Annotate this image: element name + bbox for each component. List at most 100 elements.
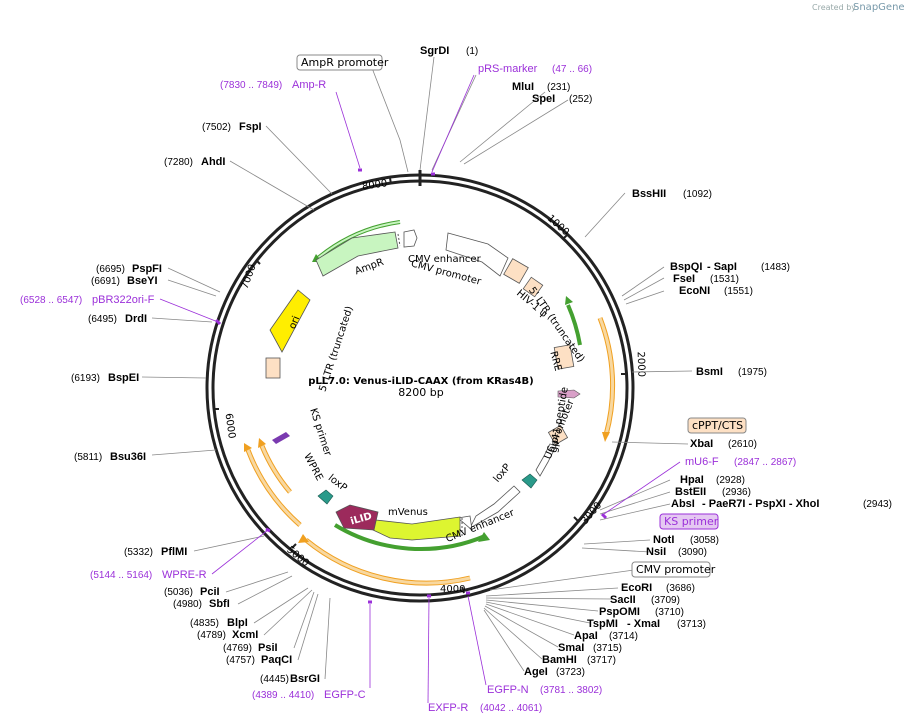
inner-features bbox=[265, 229, 581, 541]
enzyme-psp-omi: PspOMI bbox=[599, 606, 640, 618]
primer-egfp-n-pos: (3781 .. 3802) bbox=[540, 685, 602, 696]
ltr-left-box bbox=[265, 357, 281, 379]
plasmid-name: pLL7.0: Venus-iLID-CAAX (from KRas4B) bbox=[308, 376, 534, 387]
enzyme-bsu36i-pos: (5811) bbox=[74, 452, 102, 463]
ilid-arrow bbox=[335, 504, 379, 531]
enzyme-absi: AbsI bbox=[671, 498, 695, 510]
ks-primer-box bbox=[659, 513, 719, 530]
enzyme-paqci-pos: (4757) bbox=[226, 655, 255, 666]
enzyme-sacii: SacII bbox=[610, 594, 636, 606]
credit-prefix: Created by bbox=[812, 3, 856, 12]
amp-promoter-label: AmpR promoter bbox=[301, 56, 389, 69]
mvenus-arrow bbox=[372, 516, 461, 541]
enzyme-xbai: XbaI bbox=[690, 438, 713, 450]
primer-exfp-r: EXFP-R bbox=[428, 702, 468, 714]
enzyme-bspqi: BspQI bbox=[670, 261, 702, 273]
cmv-promoter-box bbox=[631, 561, 711, 578]
enzyme-bsrgi-pos: (4445) bbox=[260, 674, 289, 685]
ltr-top-box-1 bbox=[503, 258, 529, 284]
enzyme-ecori-pos: (3686) bbox=[666, 583, 695, 594]
loxp-left-label: loxP bbox=[326, 473, 349, 494]
enzyme-noti-pos: (3058) bbox=[690, 535, 719, 546]
enzyme-sbfi-pos: (4980) bbox=[173, 599, 202, 610]
enzyme-bseyi-pos: (6691) bbox=[91, 276, 120, 287]
primer-prs-marker: pRS-marker bbox=[478, 63, 538, 75]
primer-prs-marker-pos: (47 .. 66) bbox=[552, 64, 592, 75]
primer-pbr322ori-f: pBR322ori-F bbox=[92, 294, 155, 306]
primer-egfp-n: EGFP-N bbox=[487, 684, 529, 696]
primer-leaders bbox=[159, 74, 681, 704]
enzyme-mlui-pos: (231) bbox=[547, 82, 570, 93]
wpre-label: WPRE bbox=[301, 452, 324, 483]
enzyme-bsteii-pos: (2936) bbox=[722, 487, 751, 498]
enzyme-noti: NotI bbox=[653, 534, 674, 546]
snapgene-logo-text: SnapGene bbox=[853, 2, 905, 13]
enzyme-ahdi: AhdI bbox=[201, 156, 225, 168]
enzyme-xmai: - XmaI bbox=[624, 618, 660, 630]
enzyme-bspqi-pos: (1483) bbox=[761, 262, 790, 273]
enzyme-apai-pos: (3714) bbox=[609, 631, 638, 642]
enzyme-spei: SpeI bbox=[532, 93, 555, 105]
enzyme-paer7i-group: - PaeR7I - PspXI - XhoI bbox=[699, 498, 819, 510]
enzyme-nsii-pos: (3090) bbox=[678, 547, 707, 558]
rre-label: RRE bbox=[547, 350, 563, 372]
enzyme-blpi-pos: (4835) bbox=[190, 618, 219, 629]
primer-egfp-c-pos: (4389 .. 4410) bbox=[252, 690, 314, 701]
enzyme-ahdi-pos: (7280) bbox=[164, 157, 193, 168]
ks-primer-inner-label: KS primer bbox=[307, 407, 333, 458]
plasmid-size: 8200 bp bbox=[398, 386, 443, 399]
enzyme-sbfi: SbfI bbox=[209, 598, 230, 610]
enzyme-bsteii: BstEII bbox=[675, 486, 706, 498]
enzyme-smai: SmaI bbox=[558, 642, 584, 654]
enzyme-bsshii-pos: (1092) bbox=[683, 189, 712, 200]
enzyme-sapi: - SapI bbox=[707, 261, 737, 273]
enzyme-hpai: HpaI bbox=[680, 474, 704, 486]
tick-4000: 4000 bbox=[440, 584, 465, 595]
enzyme-fsei: FseI bbox=[673, 273, 695, 285]
enzyme-fspi-pos: (7502) bbox=[202, 122, 231, 133]
loxp-right-marker bbox=[521, 473, 538, 489]
enzyme-bsrgi: BsrGI bbox=[290, 673, 320, 685]
primer-exfp-r-pos: (4042 .. 4061) bbox=[480, 703, 542, 714]
enzyme-agei-pos: (3723) bbox=[556, 667, 585, 678]
cmv-enhancer-top-label: CMV enhancer bbox=[408, 254, 482, 265]
enzyme-pflmi-pos: (5332) bbox=[124, 547, 153, 558]
primer-pbr322ori-f-pos: (6528 .. 6547) bbox=[20, 295, 82, 306]
enzyme-econi-pos: (1551) bbox=[724, 286, 753, 297]
cppt-box bbox=[687, 417, 747, 434]
u6-box bbox=[547, 424, 569, 446]
enzyme-nsii: NsiI bbox=[646, 546, 666, 558]
primer-amp-r-pos: (7830 .. 7849) bbox=[220, 80, 282, 91]
enzyme-agei: AgeI bbox=[524, 666, 548, 678]
primer-amp-r: Amp-R bbox=[292, 79, 326, 91]
ori-arrow bbox=[269, 289, 311, 353]
enzyme-paqci: PaqCI bbox=[261, 654, 292, 666]
enzyme-econi: EcoNI bbox=[679, 285, 710, 297]
enzyme-bsu36i: Bsu36I bbox=[110, 451, 146, 463]
tick-8000: 8000 bbox=[361, 178, 388, 192]
enzyme-psii: PsiI bbox=[258, 642, 278, 654]
enzyme-bamhi-pos: (3717) bbox=[587, 655, 616, 666]
cmv-enhancer-top-arrow bbox=[445, 232, 509, 277]
enzyme-bsmi: BsmI bbox=[696, 366, 723, 378]
enzyme-fsei-pos: (1531) bbox=[710, 274, 739, 285]
enzyme-pcii-pos: (5036) bbox=[164, 587, 193, 598]
mvenus-label: mVenus bbox=[388, 507, 428, 518]
enzyme-bamhi: BamHI bbox=[542, 654, 577, 666]
enzyme-mlui: MluI bbox=[512, 81, 534, 93]
cmv-promoter-label: CMV promoter bbox=[636, 563, 716, 576]
enzyme-spei-pos: (252) bbox=[569, 94, 592, 105]
enzyme-pcii: PciI bbox=[200, 586, 220, 598]
primer-mu6-f-pos: (2847 .. 2867) bbox=[734, 457, 796, 468]
enzyme-hpai-pos: (2928) bbox=[716, 475, 745, 486]
enzyme-ecori: EcoRI bbox=[621, 582, 652, 594]
enzyme-xcmi: XcmI bbox=[232, 629, 258, 641]
primer-wpre-r: WPRE-R bbox=[162, 569, 207, 581]
enzyme-bsshii: BssHII bbox=[632, 188, 666, 200]
cmv-enhancer-bottom-arrow bbox=[469, 485, 521, 530]
primer-wpre-r-pos: (5144 .. 5164) bbox=[90, 570, 152, 581]
enzyme-xhoi-pos: (2943) bbox=[863, 499, 892, 510]
enzyme-bsmi-pos: (1975) bbox=[738, 367, 767, 378]
ampr-label: AmpR bbox=[353, 257, 385, 278]
enzyme-tspmi: TspMI bbox=[587, 618, 618, 630]
